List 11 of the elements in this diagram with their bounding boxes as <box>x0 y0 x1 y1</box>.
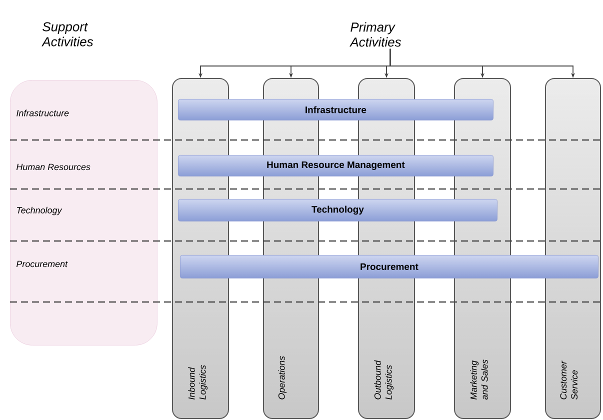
activity-bar: Human Resource Management <box>178 155 494 176</box>
heading: Primary Activities <box>350 22 402 47</box>
row-label: Procurement <box>16 260 68 268</box>
row-label: Technology <box>17 206 62 216</box>
activity-bar: Technology <box>178 199 498 222</box>
row-label: Human Resources <box>16 164 90 170</box>
activity-bar: Infrastructure <box>178 99 494 120</box>
activity-bar: Procurement <box>180 255 598 278</box>
heading: Support Activities <box>42 22 94 46</box>
row-label: Infrastructure <box>16 110 69 116</box>
activity-column: Customer Service <box>545 78 601 419</box>
